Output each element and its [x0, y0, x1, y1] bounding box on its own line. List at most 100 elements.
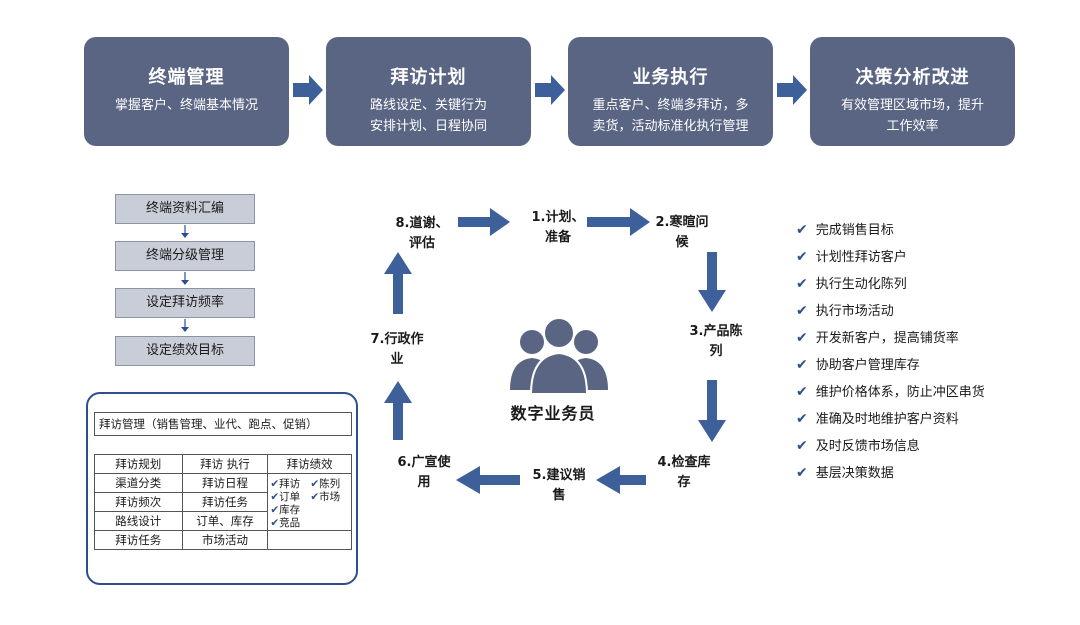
kpi-check-item: ✔拜访 — [270, 478, 300, 490]
table-cell — [267, 530, 352, 550]
step-terminal-grading: 终端分级管理 — [115, 241, 255, 271]
goal-item: ✔ 准确及时地维护客户资料 — [796, 409, 959, 429]
cycle-arrow-icon — [458, 208, 510, 236]
check-icon: ✔ — [270, 504, 280, 516]
check-label: 竞品 — [279, 517, 301, 529]
check-icon: ✔ — [310, 491, 320, 503]
table-row: 拜访任务 市场活动 — [94, 530, 352, 550]
check-icon: ✔ — [796, 357, 808, 373]
check-label: 库存 — [279, 504, 301, 516]
check-icon: ✔ — [796, 249, 808, 265]
kpi-check-cell: ✔拜访 ✔陈列 ✔订单 ✔市场 ✔库存 ✔竞品 — [267, 473, 352, 531]
check-icon: ✔ — [270, 478, 280, 490]
kpi-check-item: ✔市场 — [310, 491, 340, 503]
goal-label: 开发新客户，提高铺货率 — [815, 331, 959, 346]
flow-box-desc: 有效管理区域市场，提升 工作效率 — [840, 98, 984, 134]
step-performance-target: 设定绩效目标 — [115, 336, 255, 366]
cycle-step-8: 8.道谢、 评估 — [395, 216, 449, 251]
cycle-step-1: 1.计划、 准备 — [531, 210, 585, 245]
goal-label: 维护价格体系，防止冲区串货 — [815, 385, 985, 400]
goal-item: ✔ 维护价格体系，防止冲区串货 — [796, 382, 985, 402]
check-icon: ✔ — [796, 303, 808, 319]
cycle-arrow-icon — [384, 381, 412, 440]
goal-item: ✔ 开发新客户，提高铺货率 — [796, 328, 959, 348]
down-arrow-icon — [181, 225, 189, 238]
cycle-arrow-icon — [596, 466, 646, 494]
flow-box-title: 拜访计划 — [390, 67, 467, 88]
table-cell: 拜访绩效 — [267, 454, 352, 474]
table-row: 拜访频次 拜访任务 — [94, 492, 352, 512]
flow-arrow-icon — [535, 75, 565, 105]
center-label: 数字业务员 — [510, 404, 596, 423]
check-icon: ✔ — [796, 276, 808, 292]
check-icon: ✔ — [796, 384, 808, 400]
table-cell: 市场活动 — [181, 530, 269, 550]
panel-header: 拜访管理（销售管理、业代、跑点、促销） — [94, 412, 352, 436]
cycle-arrow-icon — [456, 466, 520, 494]
flow-arrow-icon — [777, 75, 807, 105]
flow-box-title: 业务执行 — [632, 67, 709, 88]
down-arrow-icon — [181, 272, 189, 285]
down-arrow-icon — [181, 319, 189, 332]
check-icon: ✔ — [796, 465, 808, 481]
check-icon: ✔ — [796, 411, 808, 427]
cycle-step-2: 2.寒暄问 候 — [655, 215, 709, 250]
check-icon: ✔ — [270, 517, 280, 529]
group-person-icon — [510, 317, 608, 395]
goal-label: 协助客户管理库存 — [815, 358, 920, 373]
table-cell: 拜访任务 — [94, 530, 183, 550]
check-icon: ✔ — [270, 491, 280, 503]
goal-label: 准确及时地维护客户资料 — [815, 412, 959, 427]
flow-arrow-icon — [293, 75, 323, 105]
flow-box-terminal-management: 终端管理 掌握客户、终端基本情况 — [84, 37, 289, 146]
cycle-arrow-icon — [384, 252, 412, 314]
table-row: 路线设计 订单、库存 — [94, 511, 352, 531]
goal-label: 执行生动化陈列 — [815, 277, 907, 292]
cycle-step-6: 6.广宣使 用 — [397, 455, 451, 490]
check-label: 拜访 — [279, 478, 301, 490]
flow-box-desc: 路线设定、关键行为 安排计划、日程协同 — [369, 98, 487, 134]
check-icon: ✔ — [796, 438, 808, 454]
visit-management-panel: 拜访管理（销售管理、业代、跑点、促销） 拜访规划 拜访 执行 拜访绩效 渠道分类… — [86, 392, 358, 585]
cycle-arrow-icon — [698, 380, 726, 442]
cycle-step-5: 5.建议销 售 — [532, 468, 586, 503]
table-row: 渠道分类 拜访日程 ✔拜访 ✔陈列 ✔订单 ✔市场 ✔库存 ✔竞品 — [94, 473, 352, 531]
table-cell: 路线设计 — [94, 511, 183, 531]
check-icon: ✔ — [796, 222, 808, 238]
goal-item: ✔ 完成销售目标 — [796, 220, 894, 240]
goal-item: ✔ 执行市场活动 — [796, 301, 894, 321]
kpi-check-item: ✔竞品 — [270, 517, 300, 529]
goal-item: ✔ 计划性拜访客户 — [796, 247, 907, 267]
check-label: 市场 — [319, 491, 341, 503]
flow-box-decision-analysis: 决策分析改进 有效管理区域市场，提升 工作效率 — [810, 37, 1015, 146]
flow-box-desc: 掌握客户、终端基本情况 — [114, 98, 258, 113]
goal-label: 基层决策数据 — [815, 466, 894, 481]
table-cell: 渠道分类 — [94, 473, 183, 493]
goal-item: ✔ 执行生动化陈列 — [796, 274, 907, 294]
check-icon: ✔ — [796, 330, 808, 346]
kpi-check-item: ✔订单 — [270, 491, 300, 503]
flow-box-title: 终端管理 — [148, 67, 225, 88]
flow-box-desc: 重点客户、终端多拜访，多 卖货，活动标准化执行管理 — [592, 98, 749, 134]
cycle-arrow-icon — [698, 252, 726, 312]
table-row: 拜访规划 拜访 执行 拜访绩效 — [94, 454, 352, 474]
goal-item: ✔ 协助客户管理库存 — [796, 355, 920, 375]
cycle-step-3: 3.产品陈 列 — [689, 324, 743, 359]
goal-item: ✔ 及时反馈市场信息 — [796, 436, 920, 456]
goal-item: ✔ 基层决策数据 — [796, 463, 894, 483]
kpi-check-item: ✔陈列 — [310, 478, 340, 490]
cycle-step-4: 4.检查库 存 — [657, 455, 711, 490]
goal-label: 及时反馈市场信息 — [815, 439, 920, 454]
goal-label: 完成销售目标 — [815, 223, 894, 238]
step-terminal-data: 终端资料汇编 — [115, 194, 255, 224]
cycle-step-7: 7.行政作 业 — [370, 332, 424, 367]
flow-box-business-execution: 业务执行 重点客户、终端多拜访，多 卖货，活动标准化执行管理 — [568, 37, 773, 146]
step-visit-frequency: 设定拜访频率 — [115, 288, 255, 318]
kpi-check-item: ✔库存 — [270, 504, 300, 516]
table-cell: 订单、库存 — [181, 511, 269, 531]
table-cell: 拜访频次 — [94, 492, 183, 512]
check-label: 陈列 — [319, 478, 341, 490]
goal-label: 计划性拜访客户 — [815, 250, 907, 265]
goal-label: 执行市场活动 — [815, 304, 894, 319]
